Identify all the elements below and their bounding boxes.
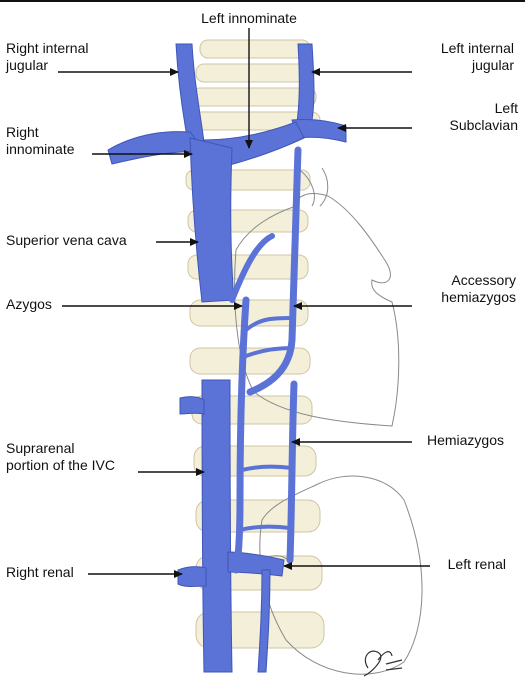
vertebra — [195, 63, 315, 83]
label-left-renal: Left renal — [447, 556, 506, 572]
kidney-outline — [259, 475, 423, 675]
leader-lines — [58, 28, 430, 578]
right-renal-vein — [177, 566, 207, 587]
label-hemiazygos: Hemiazygos — [426, 432, 504, 448]
heart-vessel — [299, 169, 315, 207]
veins — [107, 43, 347, 673]
intercostal-vein — [244, 316, 294, 332]
azygos-vein — [232, 296, 250, 574]
label-left-subclavian: Left Subclavian — [449, 100, 519, 133]
intercostal-vein — [238, 524, 292, 532]
label-azygos: Azygos — [6, 296, 52, 312]
label-right-internal-jugular: Right internal jugular — [6, 40, 89, 73]
heart-vessel — [319, 167, 329, 207]
label-suprarenal-ivc: Suprarenal portion of the IVC — [6, 440, 115, 473]
intercostal-vein — [240, 464, 294, 472]
inferior-vena-cava — [201, 379, 233, 673]
left-gonadal-vein — [257, 569, 271, 673]
azygos-arch — [229, 233, 275, 303]
hemiazygos-vein — [286, 380, 298, 564]
azygos-system — [229, 146, 302, 574]
left-subclavian-vein — [291, 119, 347, 143]
accessory-hemiazygos-vein — [246, 146, 302, 396]
organ-outlines — [234, 167, 423, 675]
label-right-innominate: Right innominate — [6, 124, 75, 157]
label-accessory-hemiazygos: Accessory hemiazygos — [441, 272, 516, 305]
intercostal-vein — [244, 346, 294, 358]
label-left-internal-jugular: Left internal jugular — [440, 40, 514, 73]
top-border — [0, 0, 525, 2]
label-superior-vena-cava: Superior vena cava — [6, 232, 127, 248]
label-right-renal: Right renal — [6, 564, 74, 580]
hepatic-vein-stub — [179, 396, 205, 415]
label-left-innominate: Left innominate — [201, 10, 297, 26]
vertebra — [199, 39, 311, 59]
vertebra — [191, 87, 317, 107]
artist-signature — [363, 650, 403, 677]
left-internal-jugular-vein — [295, 43, 315, 133]
